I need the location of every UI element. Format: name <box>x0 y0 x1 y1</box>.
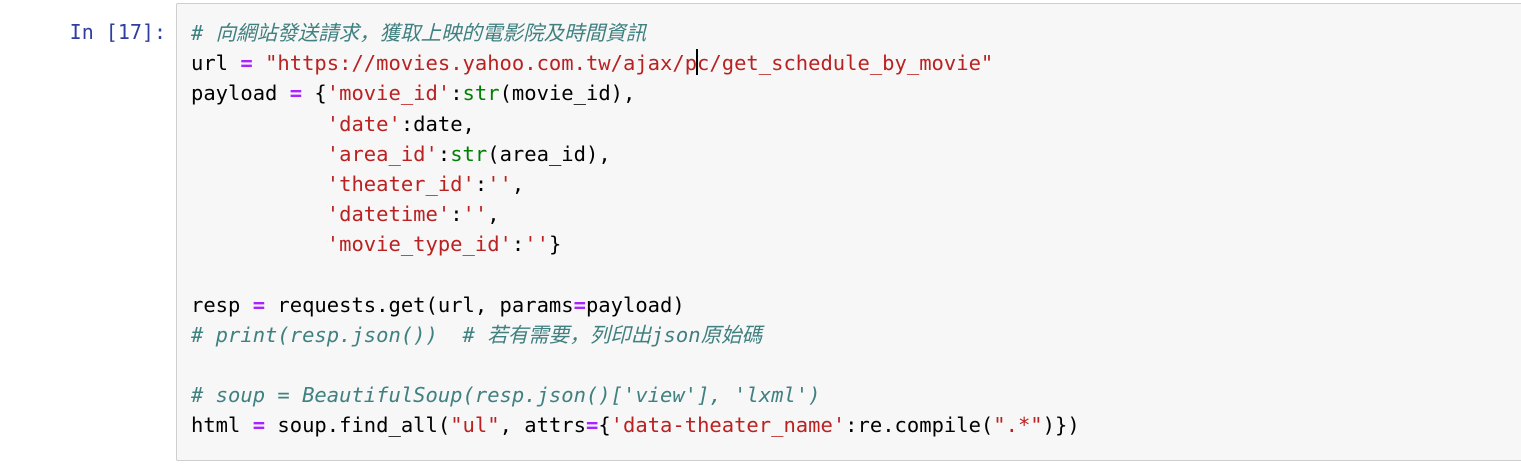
code-line: url = "https://movies.yahoo.com.tw/ajax/… <box>191 48 1080 78</box>
code-text: : <box>474 171 488 196</box>
code-line: 'theater_id':'', <box>191 169 1080 199</box>
code-text: } <box>548 232 562 257</box>
code-string: 'movie_id' <box>326 81 451 106</box>
code-text: , attrs <box>499 413 586 438</box>
code-string: ".*" <box>993 413 1043 438</box>
code-line: resp = requests.get(url, params=payload) <box>191 290 1080 320</box>
code-line: html = soup.find_all("ul", attrs={'data-… <box>191 410 1080 440</box>
code-string: 'area_id' <box>326 141 438 166</box>
input-prompt: In [17]: <box>69 20 166 44</box>
code-text: : <box>450 81 463 106</box>
code-text: soup.find_all( <box>265 413 451 438</box>
code-text: html <box>191 413 253 438</box>
code-content[interactable]: # 向網站發送請求，獲取上映的電影院及時間資訊 url = "https://mo… <box>191 18 1080 441</box>
code-text <box>253 51 265 75</box>
code-string: 'date' <box>326 111 401 136</box>
code-operator: = <box>240 51 253 76</box>
code-text: : <box>450 202 463 227</box>
code-text: requests.get(url, params <box>265 292 574 317</box>
code-text <box>191 142 327 166</box>
code-text: :re.compile( <box>845 413 994 438</box>
code-line: # print(resp.json()) # 若有需要，列印出json原始碼 <box>191 320 1080 350</box>
code-line: # 向網站發送請求，獲取上映的電影院及時間資訊 <box>191 18 1080 48</box>
code-operator: = <box>289 81 303 106</box>
code-line: 'movie_type_id':''} <box>191 229 1080 259</box>
code-string: '' <box>487 171 512 196</box>
code-text: payload <box>191 81 290 106</box>
text-cursor <box>696 49 699 76</box>
code-string: '' <box>524 232 549 257</box>
code-comment: # 向網站發送請求，獲取上映的電影院及時間資訊 <box>191 21 647 45</box>
code-string: 'datetime' <box>326 202 451 227</box>
code-string: '' <box>462 202 488 227</box>
code-string: 'movie_type_id' <box>326 232 512 257</box>
code-line <box>191 350 1080 380</box>
code-text: (area_id), <box>487 141 611 166</box>
code-text: : <box>437 141 451 166</box>
code-text: { <box>302 81 327 106</box>
code-string: "https://movies.yahoo.com.tw/ajax/p <box>265 51 698 76</box>
code-text: )}) <box>1042 413 1080 438</box>
code-text: : <box>511 232 525 257</box>
code-operator: = <box>573 292 586 317</box>
code-text: (movie_id), <box>499 81 636 106</box>
code-comment: # print(resp.json()) # 若有需要，列印出json原始碼 <box>191 322 763 347</box>
code-line: 'date':date, <box>191 109 1080 139</box>
code-builtin: str <box>450 141 488 166</box>
code-line: payload = {'movie_id':str(movie_id), <box>191 78 1080 108</box>
code-operator: = <box>252 413 266 438</box>
code-comment: # soup = BeautifulSoup(resp.json()['view… <box>191 383 821 408</box>
code-text: , <box>487 202 500 227</box>
code-builtin: str <box>462 81 500 106</box>
code-operator: = <box>252 292 266 317</box>
code-line <box>191 260 1080 290</box>
code-string: c/get_schedule_by_movie" <box>697 51 994 76</box>
code-text <box>191 232 327 256</box>
code-string: "ul" <box>450 413 500 438</box>
code-line: 'area_id':str(area_id), <box>191 139 1080 169</box>
code-string: 'theater_id' <box>326 171 475 196</box>
code-line: 'datetime':'', <box>191 199 1080 229</box>
code-text: :date, <box>400 111 475 136</box>
code-string: 'data-theater_name' <box>610 413 846 438</box>
code-text: resp <box>191 292 253 317</box>
code-text: , <box>511 171 525 196</box>
code-editor[interactable]: # 向網站發送請求，獲取上映的電影院及時間資訊 url = "https://mo… <box>176 3 1521 461</box>
code-text <box>191 112 327 136</box>
code-line: # soup = BeautifulSoup(resp.json()['view… <box>191 380 1080 410</box>
code-text <box>191 202 327 226</box>
code-operator: = <box>585 413 599 438</box>
code-text: payload) <box>585 292 685 317</box>
code-text: { <box>598 413 611 438</box>
code-text <box>191 172 327 196</box>
code-text: url <box>191 51 241 76</box>
